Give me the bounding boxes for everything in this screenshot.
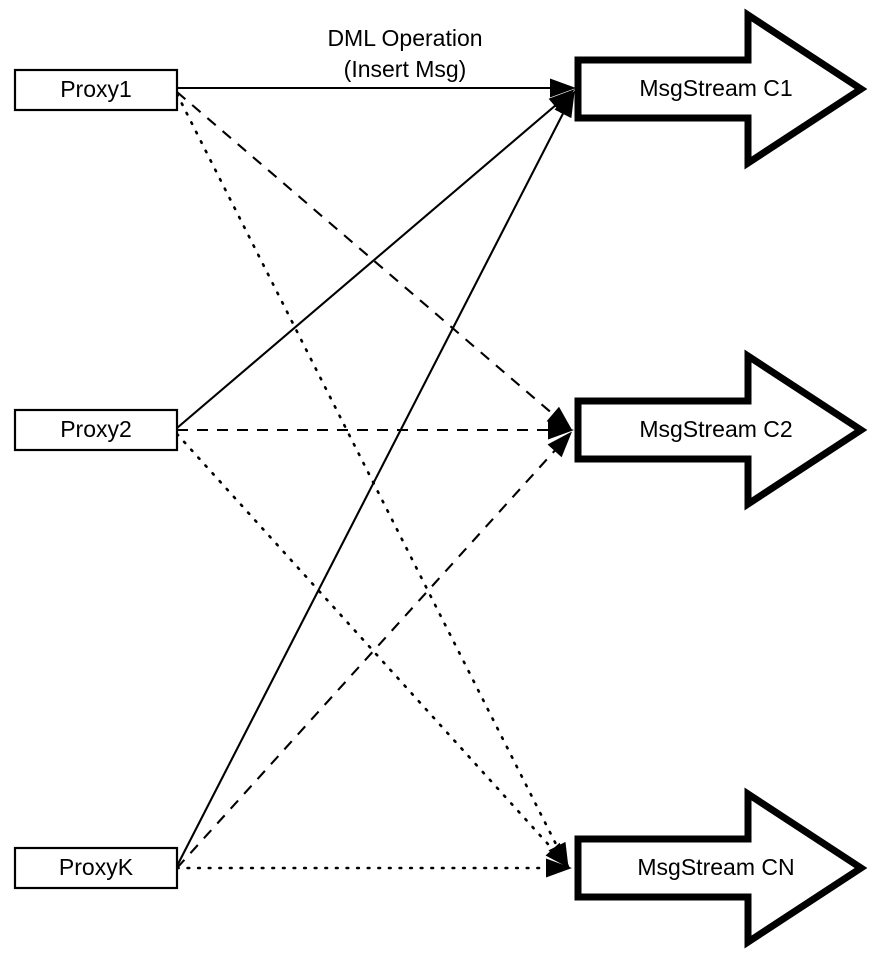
msgstream-node-c1[interactable]: MsgStream C1 [574, 8, 868, 170]
edge-proxyk-c1 [176, 95, 573, 867]
msgstream-arrow-shape-cn [574, 787, 868, 949]
arrowhead-proxy1-c1 [550, 78, 576, 98]
caption-line-1: DML Operation [327, 25, 482, 51]
arrowhead-proxy1-c2 [546, 406, 573, 431]
arrowhead-proxyk-c1 [554, 90, 575, 119]
msgstream-arrow-shape-c1 [574, 8, 868, 170]
edge-proxy2-c1 [176, 92, 571, 429]
proxy-label-proxyk: ProxyK [59, 854, 134, 880]
edge-proxy1-c2 [176, 91, 569, 428]
msgstream-node-c2[interactable]: MsgStream C2 [574, 349, 868, 511]
msgstream-label-c1: MsgStream C1 [639, 75, 792, 101]
proxy-box-proxy2 [13, 408, 179, 452]
arrowhead-proxyk-cn [546, 858, 572, 878]
proxy-node-proxy2[interactable]: Proxy2 [13, 408, 179, 452]
caption-line-2: (Insert Msg) [344, 56, 467, 82]
arrowhead-proxy2-c2 [548, 420, 574, 440]
proxy-box-proxyk [13, 846, 179, 890]
msgstream-nodes-layer: MsgStream C1 MsgStream C2 MsgStream CN [574, 8, 868, 949]
proxy-label-proxy1: Proxy1 [60, 76, 132, 102]
proxy-node-proxyk[interactable]: ProxyK [13, 846, 179, 890]
arrowhead-proxy2-c1 [548, 89, 575, 114]
edge-proxy1-cn [175, 92, 568, 866]
arrowhead-proxy2-cn [545, 842, 571, 869]
msgstream-arrow-shape-c2 [574, 349, 868, 511]
dml-operation-caption: DML Operation (Insert Msg) [327, 25, 482, 82]
arrowheads-layer [545, 78, 576, 878]
proxy-node-proxy1[interactable]: Proxy1 [13, 68, 179, 112]
proxy-label-proxy2: Proxy2 [60, 416, 132, 442]
edges-layer [175, 86, 573, 870]
edge-proxyk-c2 [176, 435, 569, 869]
msgstream-label-c2: MsgStream C2 [639, 416, 792, 442]
msgstream-node-cn[interactable]: MsgStream CN [574, 787, 868, 949]
msgstream-label-cn: MsgStream CN [637, 854, 794, 880]
proxy-box-proxy1 [13, 68, 179, 112]
edge-proxy2-cn [175, 432, 568, 866]
arrowhead-proxyk-c2 [547, 431, 573, 458]
